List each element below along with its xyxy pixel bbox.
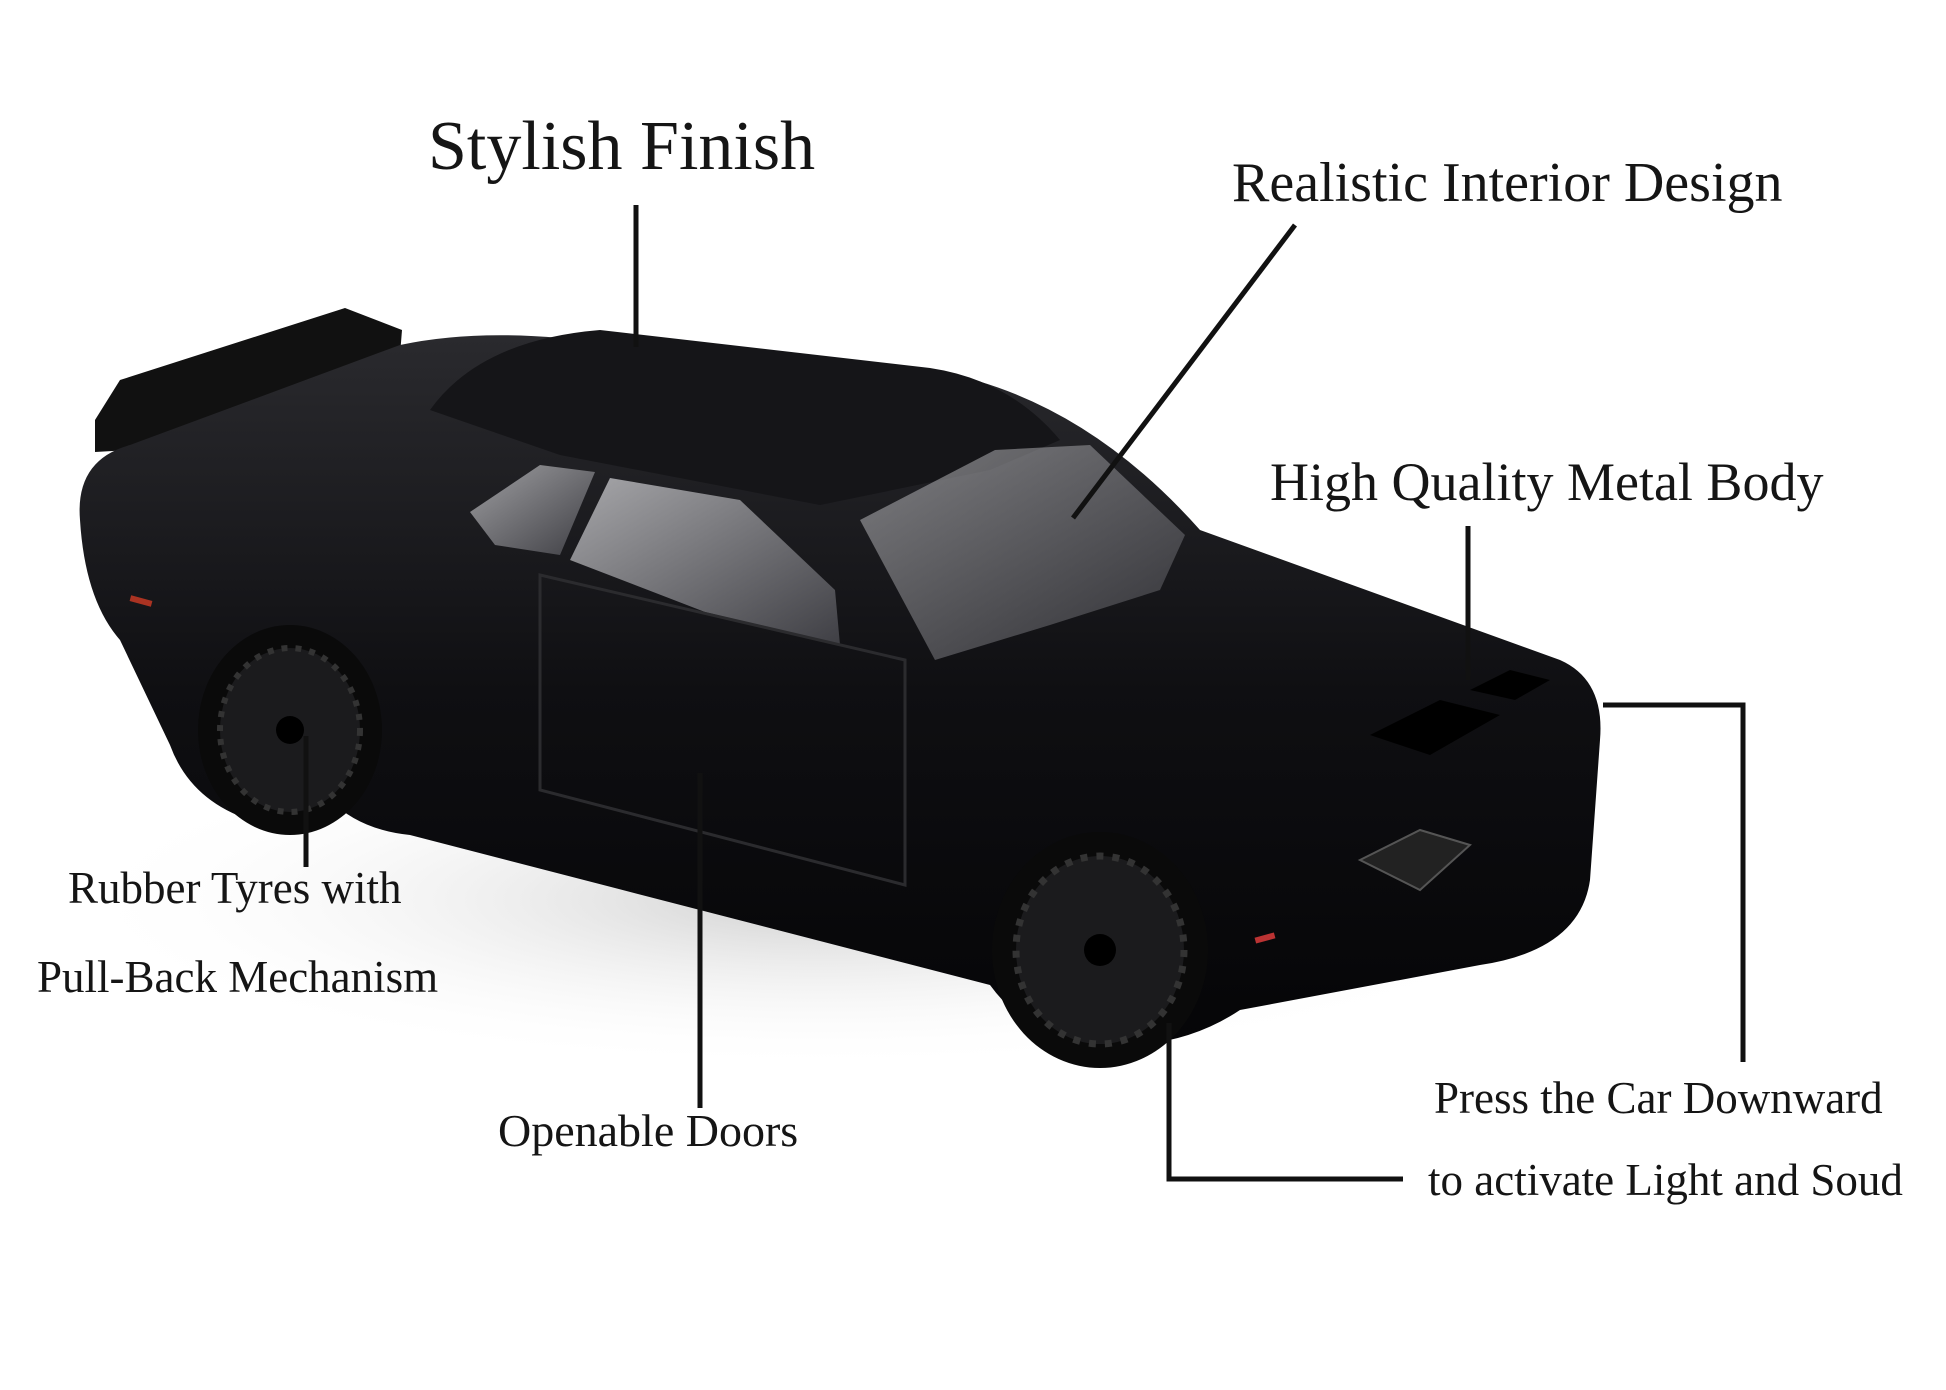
hood-vent xyxy=(1370,700,1500,755)
label-rubber-tyres-line2: Pull-Back Mechanism xyxy=(37,952,439,1002)
label-press-line1: Press the Car Downward xyxy=(1434,1073,1883,1123)
rear-spoiler xyxy=(95,308,402,452)
hood-vent xyxy=(1470,670,1550,700)
label-stylish-finish: Stylish Finish xyxy=(428,108,816,185)
side-window-rear xyxy=(470,465,595,555)
label-realistic-interior: Realistic Interior Design xyxy=(1232,152,1783,214)
label-rubber-tyres-line1: Rubber Tyres with xyxy=(68,863,402,913)
rear-wheel xyxy=(198,625,382,835)
windshield xyxy=(860,445,1185,660)
label-metal-body: High Quality Metal Body xyxy=(1270,452,1824,512)
side-marker xyxy=(129,595,153,607)
side-window-front xyxy=(570,478,840,645)
door-outline xyxy=(538,573,907,887)
car-roof xyxy=(430,330,1060,505)
leader-lines xyxy=(303,205,1746,1182)
front-wheel xyxy=(992,832,1208,1068)
label-press-line2: to activate Light and Soud xyxy=(1428,1155,1903,1205)
side-marker xyxy=(1254,932,1276,944)
headlights xyxy=(1357,828,1472,892)
car-body xyxy=(79,335,1601,1046)
label-openable-doors: Openable Doors xyxy=(498,1105,799,1156)
